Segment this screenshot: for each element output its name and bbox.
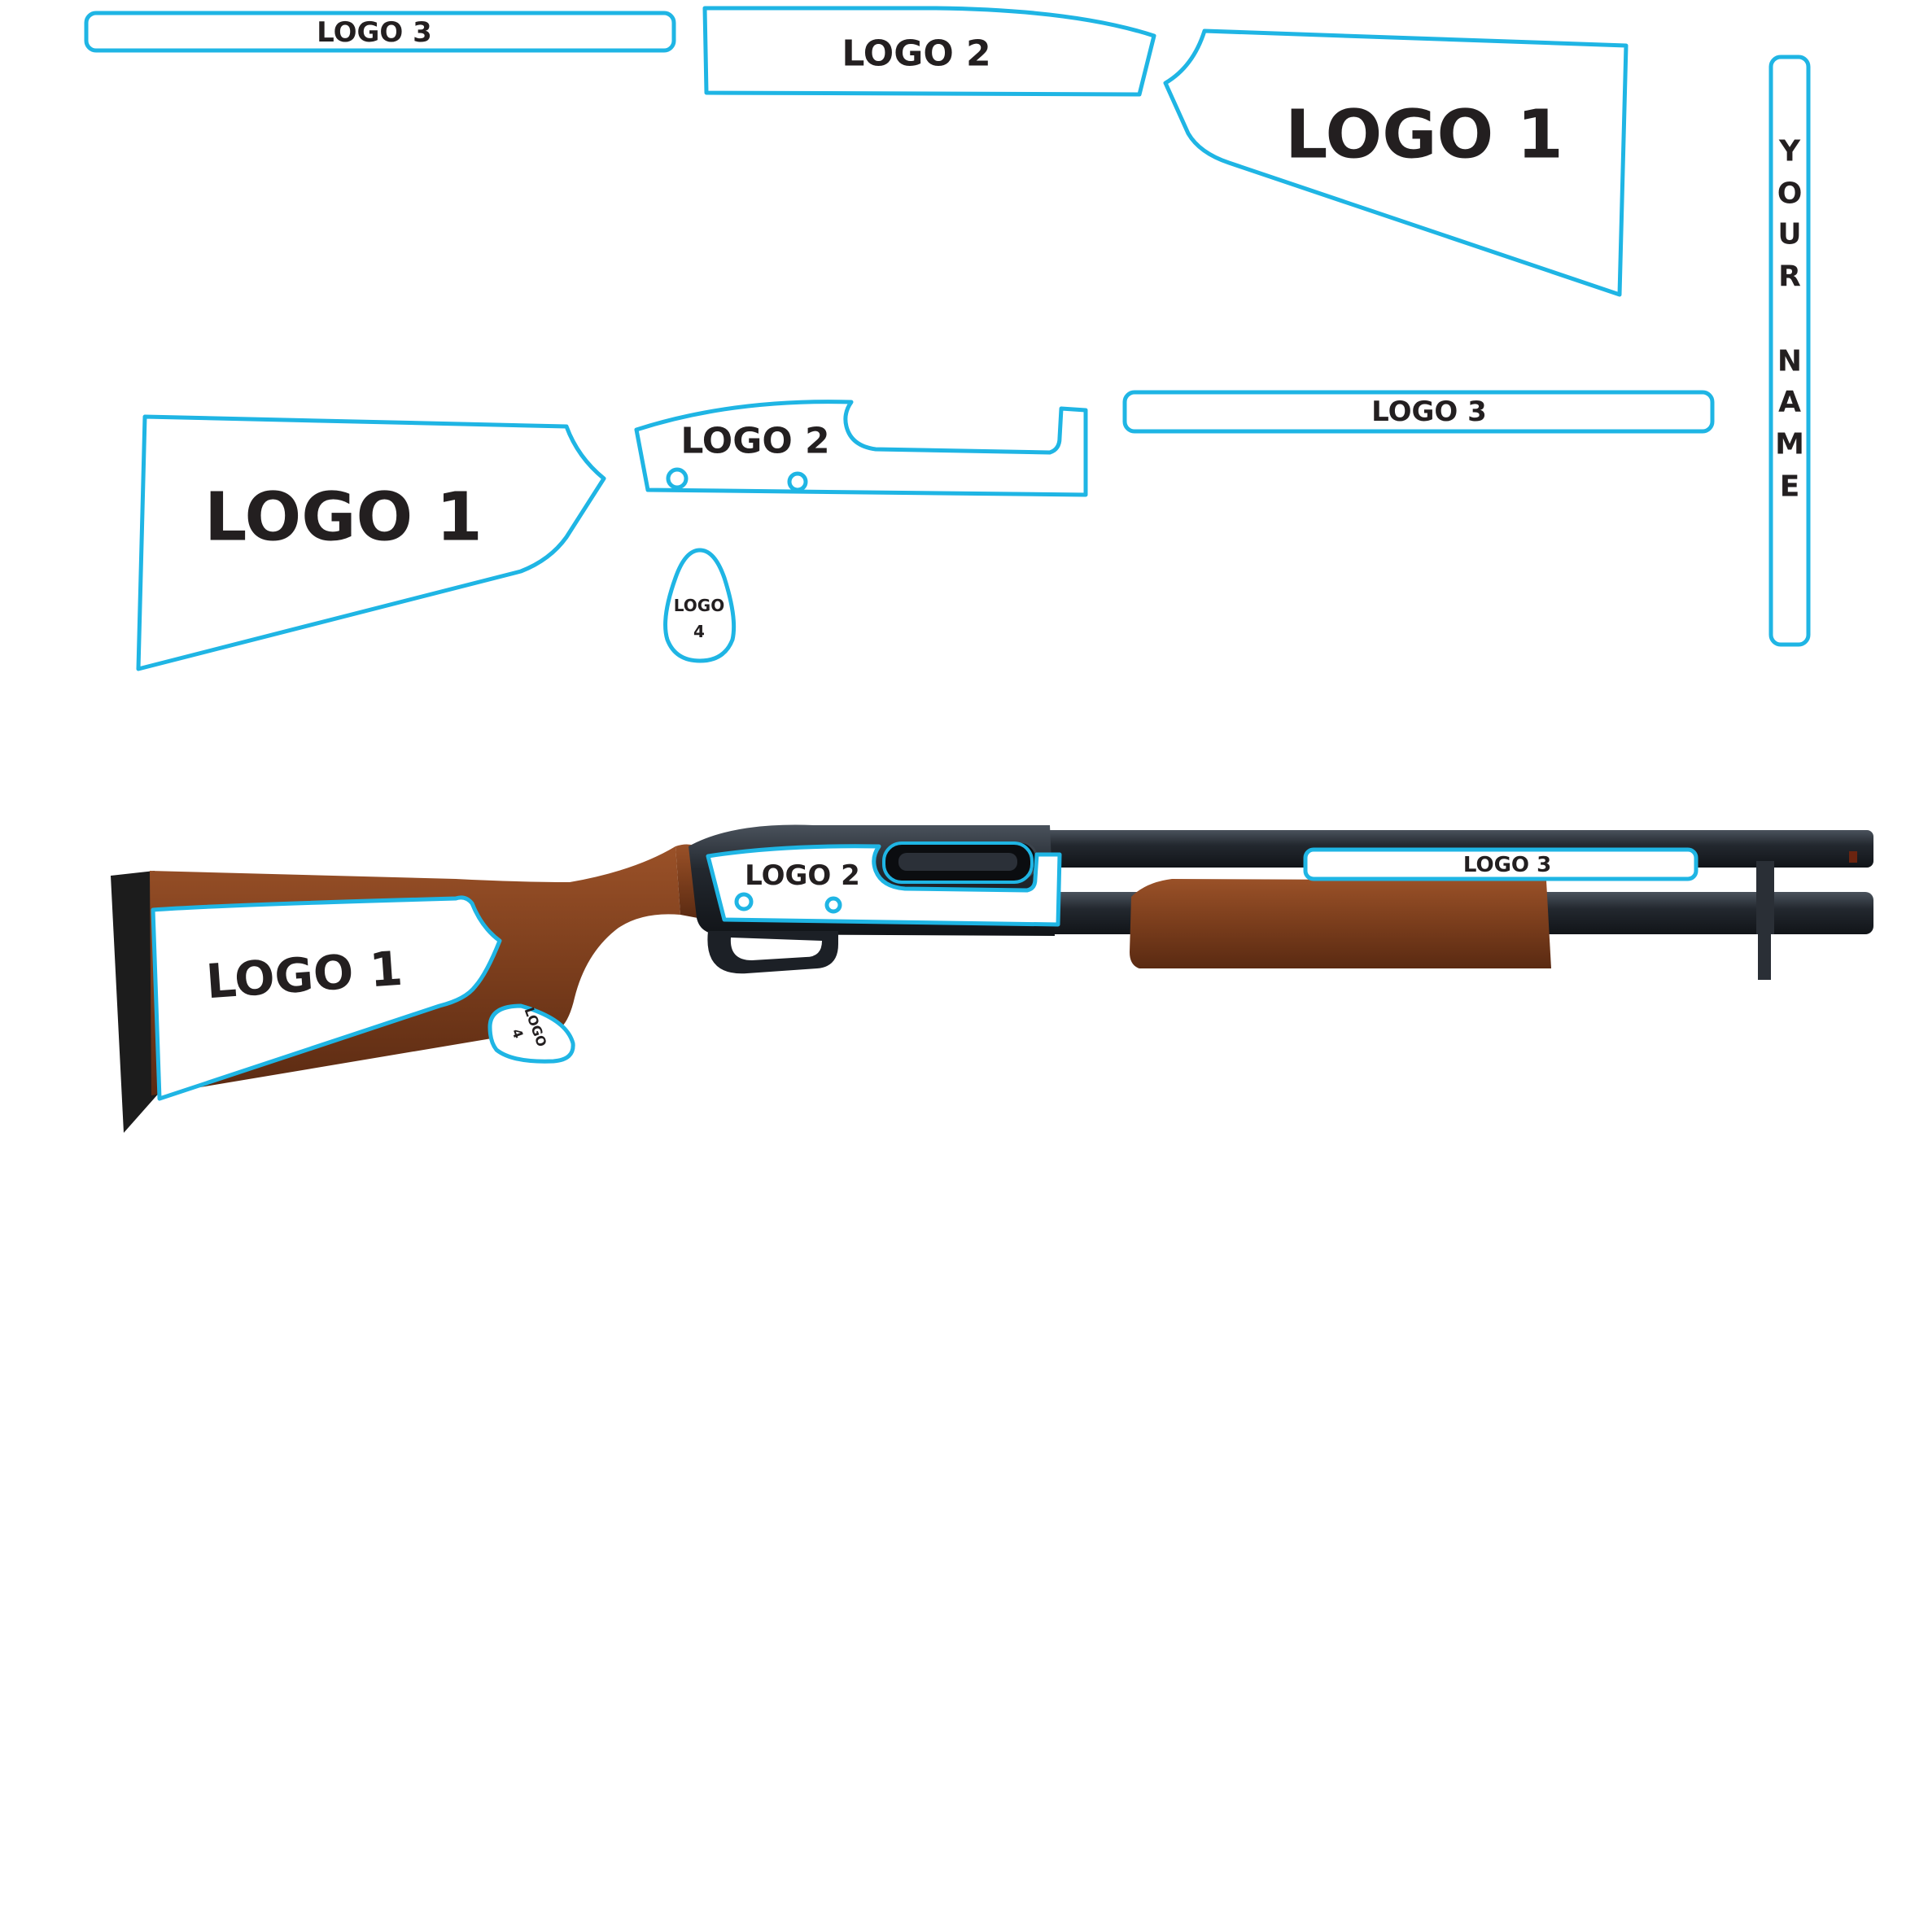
your-name-strip-template: Y O U R N A M E [1768,55,1811,647]
logo2-receiver-top-template: LOGO 2 [702,6,1156,97]
name-letter: N [1777,345,1802,378]
logo1-stock-left-template: LOGO 1 [136,414,606,671]
logo4-label-line1: LOGO [674,596,724,615]
name-letter: M [1775,428,1804,461]
logo1-stock-overlay: LOGO 1 [151,895,502,1101]
logo2-receiver-overlay: LOGO 2 [706,841,1062,927]
name-letter: R [1778,260,1801,294]
logo3-strip-mid-template: LOGO 3 [1122,390,1715,434]
logo4-grip-template: LOGO 4 [663,548,737,663]
logo3-barrel-overlay: LOGO 3 [1303,847,1698,881]
logo2-receiver-mid-template: LOGO 2 [634,400,1088,497]
logo2-label: LOGO 2 [680,421,829,462]
logo3-label: LOGO 3 [1463,853,1551,877]
logo3-label: LOGO 3 [1371,396,1487,428]
logo3-label: LOGO 3 [317,16,432,49]
logo1-label: LOGO 1 [1285,97,1563,174]
forend [1130,879,1551,968]
recoil-pad [111,871,161,1133]
logo2-label: LOGO 2 [842,33,990,75]
logo1-label: LOGO 1 [204,479,483,557]
name-letter: A [1778,386,1801,419]
shotgun-preview: LOGO 1 LOGO 4 LOGO 2 LOGO 3 [111,824,1873,1133]
logo3-strip-top-template: LOGO 3 [84,11,676,53]
logo1-stock-top-template: LOGO 1 [1163,28,1629,297]
name-letter: U [1777,218,1801,251]
logo2-label: LOGO 2 [745,859,860,892]
name-letter: E [1780,470,1800,504]
name-letter: Y [1778,135,1801,168]
logo1-label: LOGO 1 [204,941,404,1010]
logo4-label-line2: 4 [693,622,705,641]
name-letter: O [1777,177,1803,211]
